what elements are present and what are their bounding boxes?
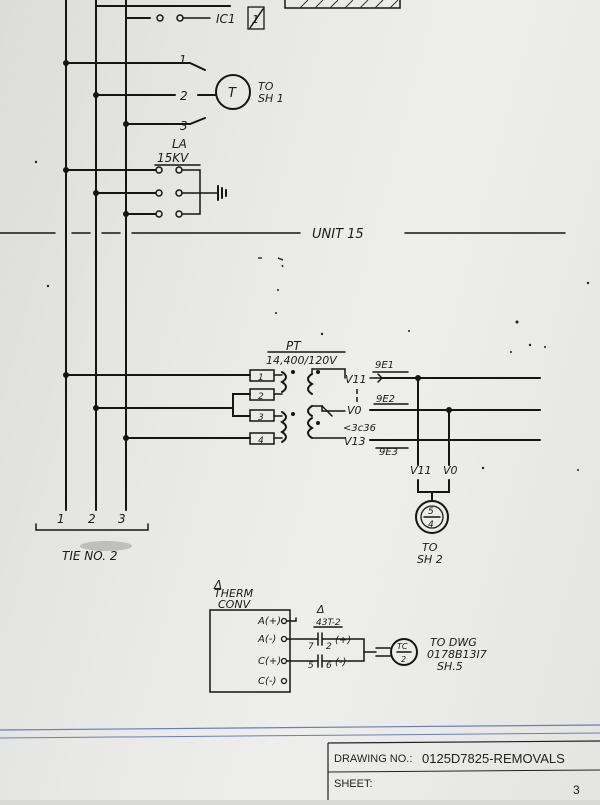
title-block: DRAWING NO.: 0125D7825-REMOVALS SHEET: 3 [0,724,600,800]
drawing-number: 0125D7825-REMOVALS [422,751,565,766]
terminal-9e1: 9E1 [375,360,394,371]
meter-label-v0: V0 [443,464,458,477]
thermal-converter: Δ THERM CONV A(+) A(-) C(+) C(-) Δ 43T-2… [209,578,487,693]
arrester-rating: 15KV [157,151,189,165]
transformer-symbol-label: T [228,86,237,101]
sheet-number: 3 [573,783,580,797]
therm-box [209,609,291,693]
fuse-1: 1 [258,373,264,383]
polarity-positive: (+) [335,635,351,646]
transformer-sheet-label: SH 1 [258,92,284,105]
contact-5: 5 [308,661,314,671]
relay-label: 43T-2 [316,618,341,628]
vertical-buses [65,0,127,511]
meter-sheet-label: SH 2 [417,553,443,566]
pt-label: PT [286,339,302,353]
contact-2: 2 [326,642,332,652]
transformer-wire-2: 2 [180,89,188,103]
therm-pin-a-plus: A(+) [257,616,281,627]
pt-output-v0: V0 [347,404,362,417]
polarity-negative: (-) [335,657,346,668]
therm-warning-icon: Δ [213,578,222,592]
meter-bottom-number: 4 [428,520,434,530]
transformer-to-label: TO [258,80,274,93]
drawing-number-label: DRAWING NO.: [334,753,412,765]
transformer-connection: 1 2 3 T TO SH 1 [63,53,284,133]
tc-bottom: 2 [401,655,406,664]
bus-number-2: 2 [88,512,96,526]
contact-7: 7 [308,642,314,652]
therm-drawing-ref: 0178B13I7 [427,648,487,661]
scanner-specks [34,160,590,471]
therm-subtitle: CONV [218,598,252,611]
contact-6: 6 [326,661,332,671]
therm-sheet-ref: SH.5 [437,660,463,673]
sheet-label: SHEET: [334,778,373,790]
therm-to-label: TO DWG [430,636,477,649]
fuse-2: 2 [258,392,264,402]
meter-label-v11: V11 [410,464,432,477]
relay-warning-icon: Δ [316,603,325,616]
voltage-meter: V11 V0 5 4 TO SH 2 [410,464,458,566]
lightning-arrester: LA 15KV [63,137,227,218]
therm-title: THERM [214,587,254,600]
thermocouple-symbol [390,638,418,666]
pt-output-v13: V13 [344,435,366,448]
therm-pin-c-minus: C(-) [258,676,276,687]
potential-transformer: PT 14,400/120V 1 2 3 4 V11 V0 V13 <3c36 [63,339,541,466]
bus-number-3: 3 [118,512,126,526]
bus-labels: 1 2 3 TIE NO. 2 [35,512,149,563]
transformer-wire-1: 1 [179,53,187,67]
therm-pin-c-plus: C(+) [258,656,281,667]
pt-tap-note: <3c36 [343,423,376,434]
terminal-9e2: 9E2 [376,394,395,405]
bus-number-1: 1 [57,512,65,526]
fuse-3: 3 [258,413,264,423]
tie-label: TIE NO. 2 [62,549,117,563]
unit-separator: UNIT 15 [0,227,566,268]
transformer-symbol [215,74,251,110]
transformer-wire-3: 3 [180,119,188,133]
top-terminal-label: IC1 [216,12,236,26]
meter-to-label: TO [422,541,438,554]
therm-pin-a-minus: A(-) [257,634,276,645]
unit-label: UNIT 15 [312,227,364,242]
tc-top: TC [397,642,408,651]
meter-symbol [415,500,449,534]
pt-output-v11: V11 [345,373,367,386]
meter-top-number: 5 [428,507,434,517]
fuse-4: 4 [258,436,264,446]
pt-rating: 14,400/120V [266,354,338,367]
arrester-label: LA [172,137,187,151]
terminal-9e3: 9E3 [379,447,398,458]
top-terminal-block: IC1 1 [95,0,401,30]
